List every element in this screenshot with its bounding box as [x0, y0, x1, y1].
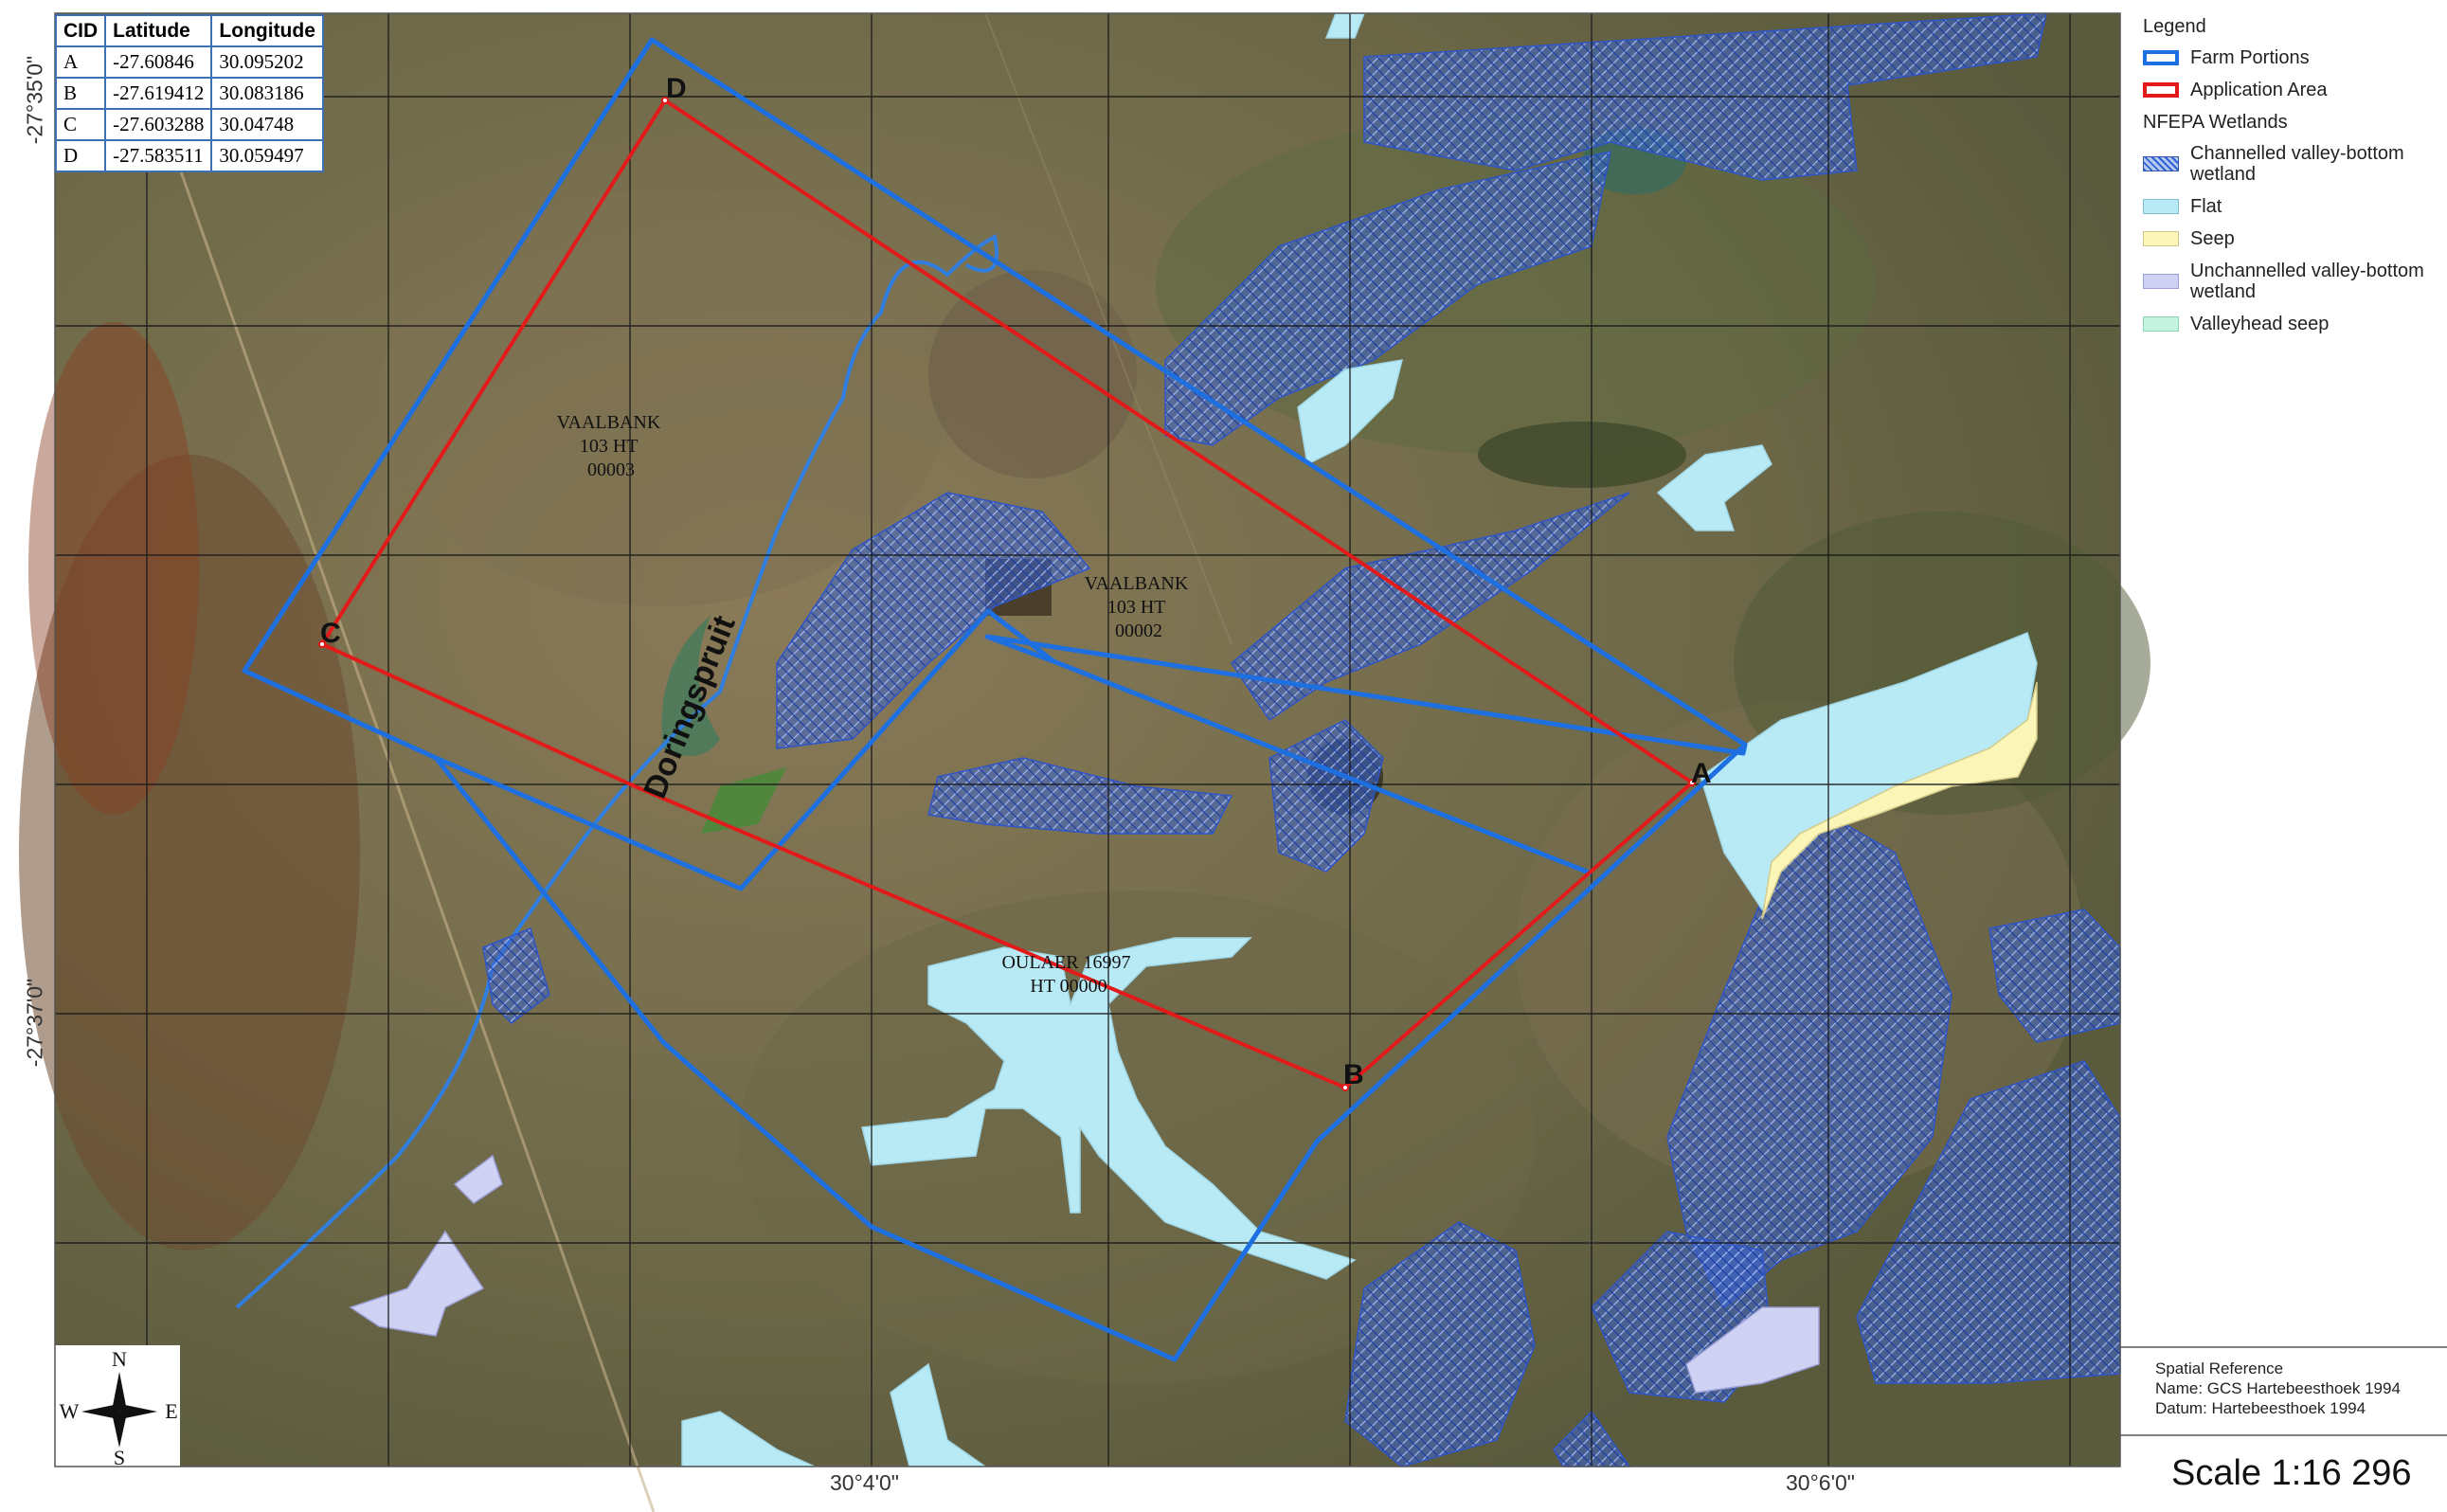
legend-label: Application Area: [2190, 80, 2328, 100]
cell-lat: -27.60846: [104, 45, 213, 79]
legend-group-nfepa: NFEPA Wetlands: [2143, 112, 2288, 133]
lon-label-left: 30°4'0": [830, 1470, 899, 1495]
point-label-d: D: [666, 73, 687, 104]
cell-cid: D: [54, 139, 107, 172]
lat-label-top: -27°35'0": [22, 55, 47, 145]
valleyhead-seep-swatch: [2143, 316, 2179, 332]
table-row: A -27.60846 30.095202: [54, 45, 324, 79]
legend-item-farm-portions: Farm Portions: [2143, 47, 2444, 68]
legend-label-line: wetland: [2190, 164, 2256, 185]
col-cid: CID: [54, 14, 107, 47]
cell-lon: 30.059497: [210, 139, 324, 172]
table-row: B -27.619412 30.083186: [54, 77, 324, 110]
legend-title: Legend: [2143, 16, 2206, 37]
legend-label-line: Unchannelled valley-bottom: [2190, 261, 2424, 281]
table-row: C -27.603288 30.04748: [54, 108, 324, 141]
point-label-b: B: [1343, 1059, 1364, 1090]
cell-cid: A: [54, 45, 107, 79]
north-arrow: N S W E: [55, 1345, 180, 1469]
graticule-grid: [55, 13, 2120, 1467]
legend-item-valleyhead-seep: Valleyhead seep: [2143, 314, 2444, 334]
spatial-reference: Spatial Reference Name: GCS Hartebeestho…: [2155, 1359, 2401, 1418]
farm-label-oulaer: OULAER 16997 HT 00000: [1001, 952, 1135, 997]
lon-label-right: 30°6'0": [1786, 1470, 1855, 1495]
cell-lon: 30.095202: [210, 45, 324, 79]
seep-wetland: [1761, 681, 2038, 920]
farm-label-vaalbank-00002: VAALBANK 103 HT 00002: [1085, 573, 1194, 641]
col-longitude: Longitude: [210, 14, 324, 47]
point-label-a: A: [1691, 758, 1712, 789]
legend-label: Flat: [2190, 196, 2222, 217]
farm-portions: [242, 37, 1748, 1362]
cell-lat: -27.603288: [104, 108, 213, 141]
legend-label-line: Channelled valley-bottom: [2190, 143, 2404, 164]
table-row: D -27.583511 30.059497: [54, 139, 324, 172]
spatial-reference-datum: Datum: Hartebeesthoek 1994: [2155, 1399, 2366, 1417]
point-label-c: C: [320, 618, 341, 649]
scale-text: Scale 1:16 296: [2171, 1453, 2412, 1493]
cell-cid: B: [54, 77, 107, 110]
legend-label: Seep: [2190, 228, 2235, 249]
unchannelled-wetlands: [349, 1154, 1820, 1394]
legend-label: Valleyhead seep: [2190, 314, 2330, 334]
unchannelled-swatch: [2143, 274, 2179, 289]
col-latitude: Latitude: [104, 14, 213, 47]
farm-portions-swatch: [2143, 50, 2179, 65]
coordinate-table-header: CID Latitude Longitude: [54, 14, 324, 47]
cell-lat: -27.583511: [104, 139, 213, 172]
legend-item-flat: Flat: [2143, 196, 2444, 217]
channelled-swatch: [2143, 156, 2179, 171]
coordinate-points: [318, 97, 1696, 1091]
application-area: [320, 99, 1694, 1089]
lat-label-bottom: -27°37'0": [22, 978, 47, 1068]
legend-panel: Legend Farm Portions Application Area NF…: [2122, 11, 2444, 346]
legend-label: Farm Portions: [2190, 47, 2310, 68]
farm-label-vaalbank-00003: VAALBANK 103 HT 00003: [557, 412, 666, 480]
flat-swatch: [2143, 199, 2179, 214]
cell-lon: 30.04748: [210, 108, 324, 141]
seep-swatch: [2143, 231, 2179, 246]
east-letter: E: [165, 1399, 177, 1423]
application-area-swatch: [2143, 82, 2179, 98]
spatial-reference-title: Spatial Reference: [2155, 1359, 2284, 1377]
south-letter: S: [114, 1446, 125, 1469]
map-frame: [54, 12, 2121, 1467]
cell-lat: -27.619412: [104, 77, 213, 110]
doringspruit-river: [235, 234, 999, 1309]
legend-label-line: wetland: [2190, 281, 2256, 302]
legend-item-application-area: Application Area: [2143, 80, 2444, 100]
cell-cid: C: [54, 108, 107, 141]
cell-lon: 30.083186: [210, 77, 324, 110]
north-letter: N: [112, 1347, 127, 1371]
legend-item-seep: Seep: [2143, 228, 2444, 249]
spatial-reference-name: Name: GCS Hartebeesthoek 1994: [2155, 1379, 2401, 1397]
coordinate-table: CID Latitude Longitude A -27.60846 30.09…: [54, 14, 324, 172]
west-letter: W: [60, 1399, 80, 1423]
